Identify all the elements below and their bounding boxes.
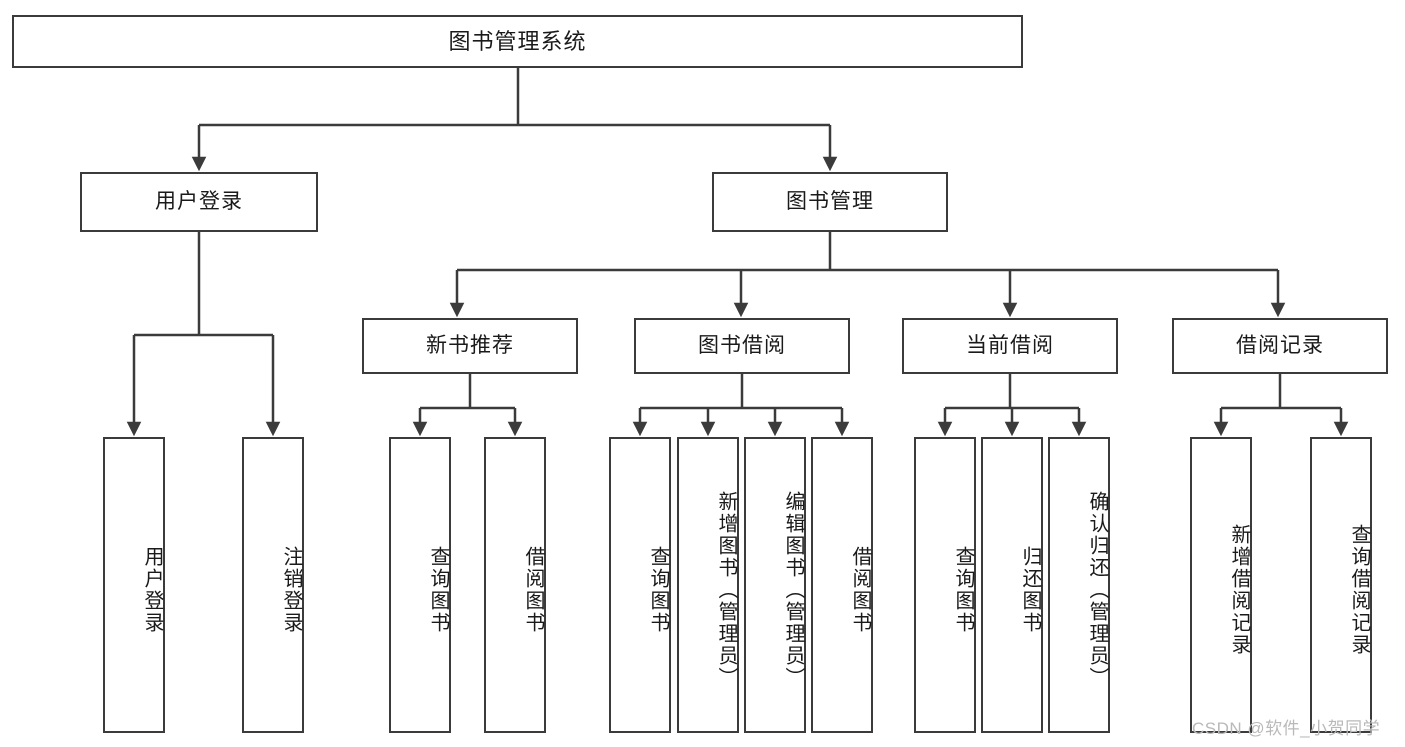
node-new-book-recommend[interactable]: 新书推荐 [362,318,578,374]
node-leaf-query-book-3-label: 查询图书 [952,546,974,634]
node-leaf-user-login[interactable]: 用户登录 [103,437,165,733]
node-leaf-logout[interactable]: 注销登录 [242,437,304,733]
node-borrow-record[interactable]: 借阅记录 [1172,318,1388,374]
node-leaf-borrow-book-1-label: 借阅图书 [522,546,544,634]
node-current-borrow-label: 当前借阅 [966,333,1054,357]
node-leaf-add-book-label: 新增图书（管理员） [715,491,737,689]
node-leaf-query-book-1[interactable]: 查询图书 [389,437,451,733]
node-leaf-query-record[interactable]: 查询借阅记录 [1310,437,1372,733]
node-leaf-query-record-label: 查询借阅记录 [1348,524,1370,656]
node-leaf-query-book-2-label: 查询图书 [647,546,669,634]
node-leaf-borrow-book-2[interactable]: 借阅图书 [811,437,873,733]
node-leaf-edit-book[interactable]: 编辑图书（管理员） [744,437,806,733]
node-leaf-query-book-1-label: 查询图书 [427,546,449,634]
node-leaf-borrow-book-1[interactable]: 借阅图书 [484,437,546,733]
node-leaf-add-record-label: 新增借阅记录 [1228,524,1250,656]
node-leaf-borrow-book-2-label: 借阅图书 [849,546,871,634]
node-borrow-record-label: 借阅记录 [1236,333,1324,357]
node-leaf-add-book[interactable]: 新增图书（管理员） [677,437,739,733]
node-user-login-label: 用户登录 [155,189,243,213]
node-book-management-label: 图书管理 [786,189,874,213]
node-leaf-logout-label: 注销登录 [280,546,302,634]
node-current-borrow[interactable]: 当前借阅 [902,318,1118,374]
node-root[interactable]: 图书管理系统 [12,15,1023,68]
node-root-label: 图书管理系统 [448,28,587,54]
node-new-book-recommend-label: 新书推荐 [426,333,514,357]
node-leaf-confirm-return[interactable]: 确认归还（管理员） [1048,437,1110,733]
node-leaf-return-book[interactable]: 归还图书 [981,437,1043,733]
node-leaf-confirm-return-label: 确认归还（管理员） [1086,491,1108,689]
node-book-management[interactable]: 图书管理 [712,172,948,232]
node-book-borrow-label: 图书借阅 [698,333,786,357]
node-user-login[interactable]: 用户登录 [80,172,318,232]
node-leaf-user-login-label: 用户登录 [141,546,163,634]
node-book-borrow[interactable]: 图书借阅 [634,318,850,374]
node-leaf-add-record[interactable]: 新增借阅记录 [1190,437,1252,733]
node-leaf-query-book-3[interactable]: 查询图书 [914,437,976,733]
node-leaf-return-book-label: 归还图书 [1019,546,1041,634]
node-leaf-query-book-2[interactable]: 查询图书 [609,437,671,733]
watermark: CSDN @软件_小贺同学 [1192,719,1381,738]
node-leaf-edit-book-label: 编辑图书（管理员） [782,491,804,689]
